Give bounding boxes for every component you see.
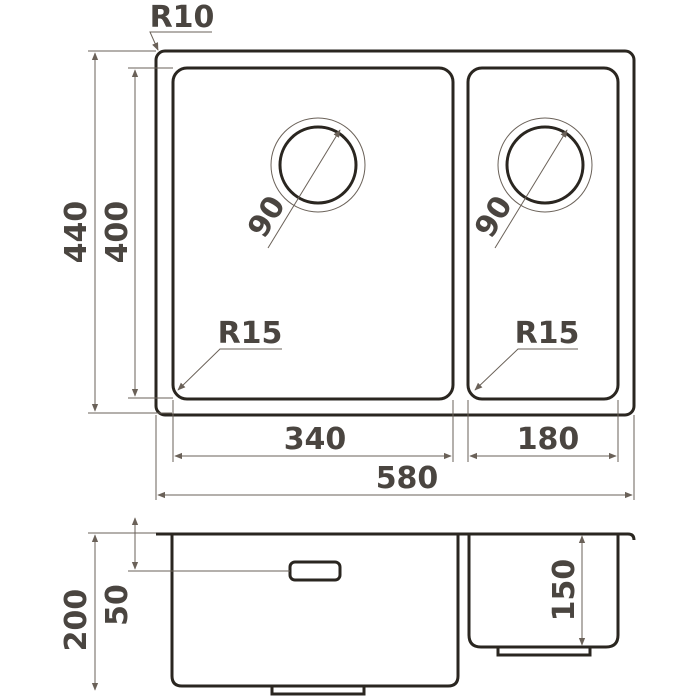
left-inner-radius-label: R15 [218,316,283,351]
left-inner-radius-leader [177,348,282,391]
top-view: R10 440 400 90 90 R15 R15 340 180 580 [59,0,636,500]
right-drain-diameter-line [494,129,568,249]
right-bowl-width-label: 180 [517,422,580,457]
overall-height-label: 440 [59,201,94,264]
left-bowl-profile [170,534,460,688]
right-inner-radius-leader [474,348,578,391]
side-view: 200 50 150 [59,517,636,696]
left-drain-outlet [270,684,366,696]
outer-radius-leader [149,31,212,51]
left-bowl-outline [171,66,455,401]
right-bowl-profile [467,534,620,649]
bowl-height-label: 400 [100,201,135,264]
outer-radius-label: R10 [150,0,215,35]
right-drain-outlet [496,645,592,657]
overall-width-label: 580 [376,461,439,496]
left-drain-diameter-line [267,129,341,249]
sink-outer-rim [154,49,636,417]
overflow-slot [288,560,342,582]
overflow-height-label: 50 [100,584,135,626]
right-bowl-depth-label: 150 [547,559,582,622]
right-inner-radius-label: R15 [515,316,580,351]
left-bowl-width-label: 340 [284,422,347,457]
right-bowl-outline [466,66,620,401]
right-drain [497,117,593,213]
total-depth-label: 200 [59,589,94,652]
left-drain [270,117,366,213]
side-rim [156,532,636,541]
